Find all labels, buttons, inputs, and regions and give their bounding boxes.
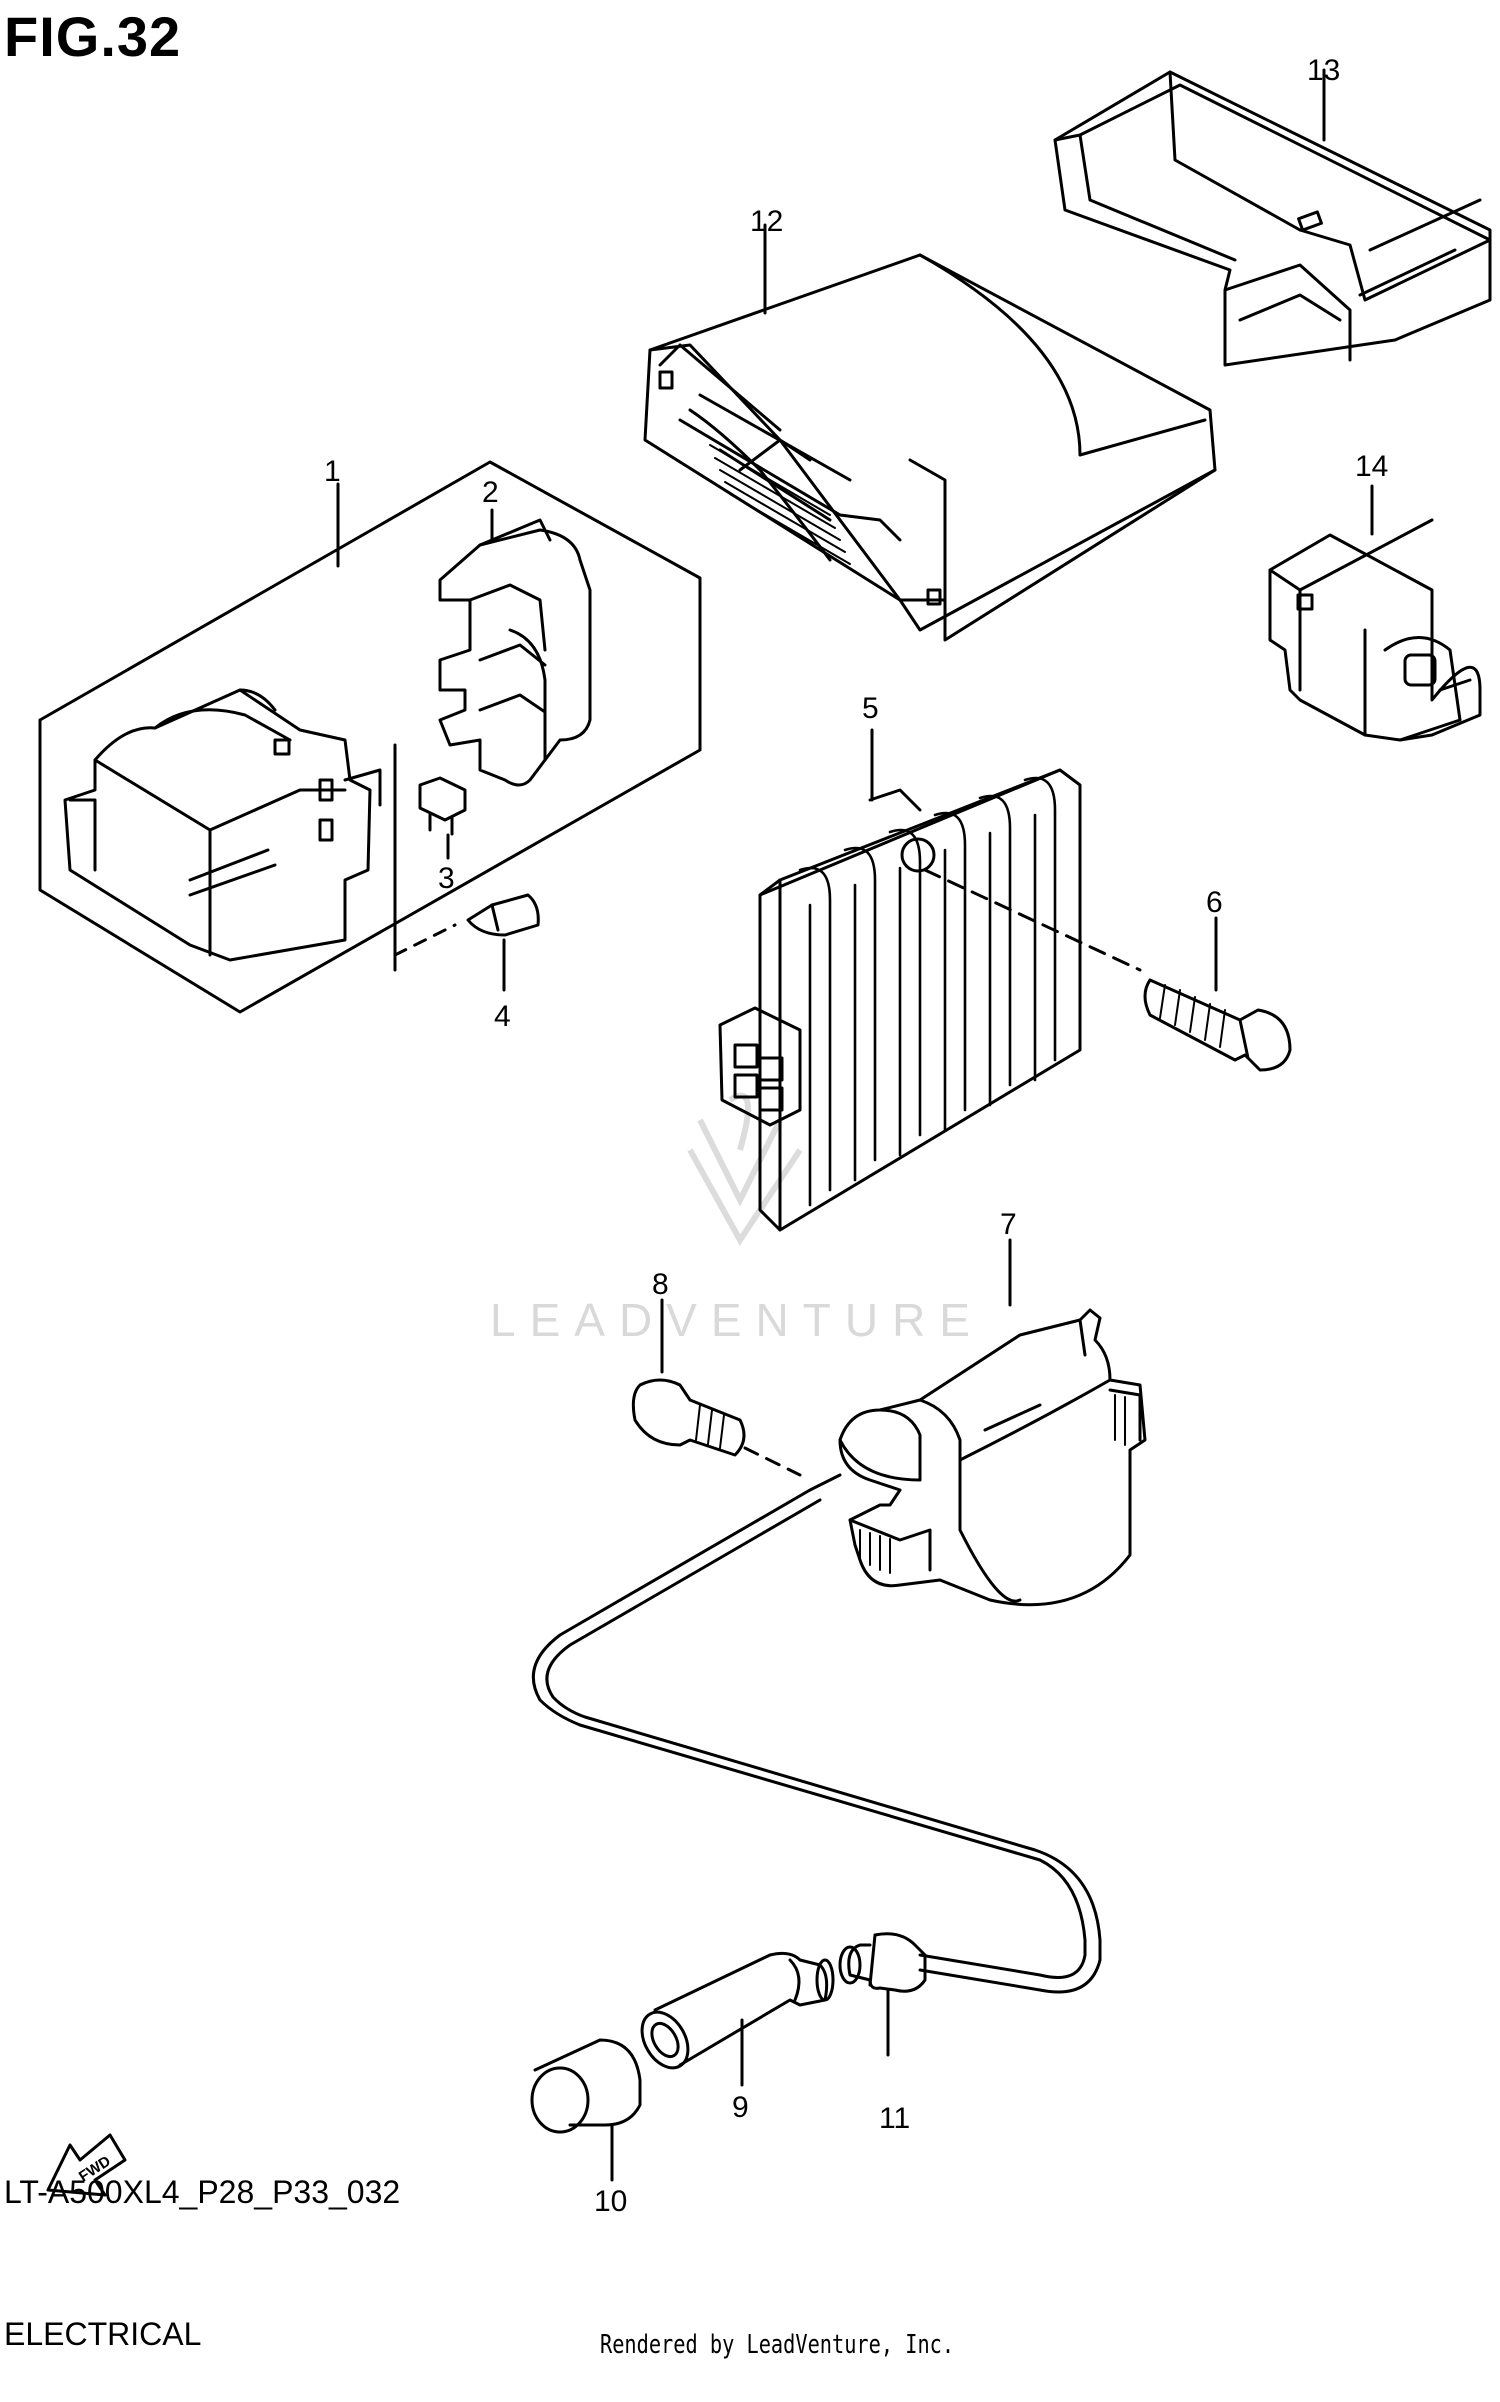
- part-13-cover[interactable]: [1053, 68, 1492, 367]
- callout-13: 13: [1307, 54, 1340, 87]
- callout-14: 14: [1355, 450, 1388, 483]
- part-12-ecm[interactable]: [643, 223, 1217, 642]
- callout-7: 7: [1000, 1208, 1017, 1241]
- callout-1: 1: [324, 455, 341, 488]
- part-11-grommet[interactable]: [838, 1932, 927, 2057]
- section-title: ELECTRICAL: [4, 2316, 202, 2352]
- callout-6: 6: [1206, 886, 1223, 919]
- part-5-regulator[interactable]: [718, 728, 1142, 1232]
- part-6-bolt[interactable]: [1143, 916, 1292, 1072]
- callout-3: 3: [438, 862, 455, 895]
- part-9-plug-cap[interactable]: [633, 1951, 835, 2087]
- callout-12: 12: [750, 205, 783, 238]
- diagram-code: LT-A500XL4_P28_P33_032: [4, 2174, 401, 2210]
- part-7-ignition-coil[interactable]: [531, 1238, 1147, 1994]
- part-14-connector[interactable]: [1268, 484, 1482, 742]
- callout-10: 10: [594, 2185, 627, 2218]
- part-8-bolt[interactable]: [631, 1298, 802, 1477]
- fwd-arrow-icon: FWD: [46, 2133, 127, 2197]
- callout-11: 11: [879, 2102, 910, 2135]
- figure-title: FIG.32: [4, 5, 182, 68]
- render-credit: Rendered by LeadVenture, Inc.: [600, 2330, 955, 2360]
- callout-4: 4: [494, 1000, 511, 1033]
- part-1-relay-assembly[interactable]: [38, 460, 702, 1014]
- callout-2: 2: [482, 476, 499, 509]
- part-10-cap[interactable]: [530, 2038, 642, 2182]
- callout-9: 9: [732, 2091, 749, 2124]
- callout-8: 8: [652, 1268, 669, 1301]
- callout-5: 5: [862, 692, 879, 725]
